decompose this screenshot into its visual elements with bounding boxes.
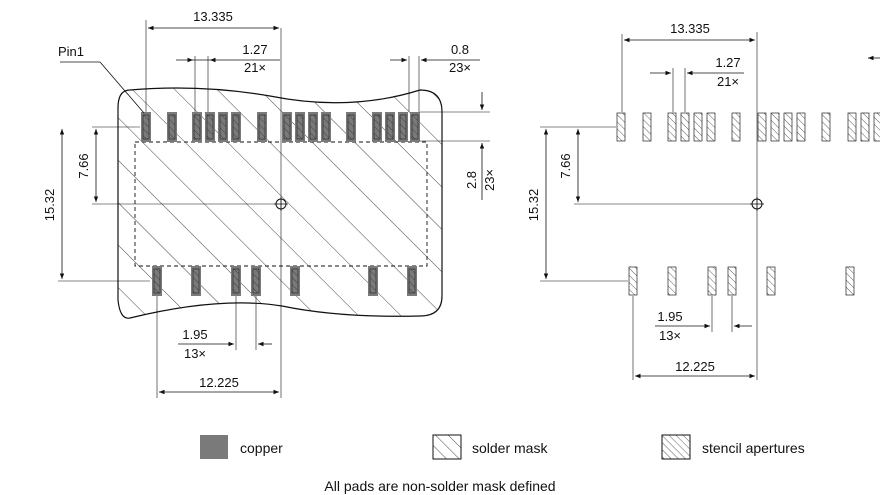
dim-pad-width-count: 23× [449,60,471,75]
dim-pitch-bottom-count: 13× [184,346,206,361]
stencil-bottom-aperture [845,266,855,296]
dim-row-spacing-right: 15.32 [526,189,541,222]
stencil-top-aperture [847,112,857,142]
dim-row-offset: 7.66 [76,153,91,178]
stencil-top-aperture [616,112,626,142]
top-pad-stencil [232,114,240,140]
legend-solder-mask-label: solder mask [472,440,548,456]
pin1-label: Pin1 [58,44,84,59]
top-pad-stencil [283,114,291,140]
stencil-top-row [616,112,880,142]
top-pad-stencil [309,114,317,140]
stencil-swatch [661,434,691,460]
bottom-pad-stencil [153,268,161,294]
top-pad-stencil [258,114,266,140]
footnote: All pads are non-solder mask defined [324,478,556,494]
stencil-bottom-aperture [667,266,677,296]
top-pad-stencil [347,114,355,140]
dim-pad-length: 2.8 [464,171,479,189]
bottom-pad-stencil [291,268,299,294]
top-pad-stencil [322,114,330,140]
stencil-top-aperture [757,112,767,142]
dim-bottom-width: 12.225 [199,375,239,390]
top-pad-row [141,112,420,142]
stencil-top-aperture [642,112,652,142]
top-pad-stencil [193,114,201,140]
dim-pitch-bottom-count-right: 13× [659,328,681,343]
left-view: 13.335 1.27 21× 0.8 23× 2.8 23× 7.66 15.… [42,9,497,398]
bottom-pad-stencil [192,268,200,294]
top-pad-stencil [168,114,176,140]
dim-pitch-top-count-right: 21× [717,74,739,89]
dim-top-width: 13.335 [193,9,233,24]
top-pad-stencil [386,114,394,140]
top-pad-stencil [399,114,407,140]
stencil-top-aperture [667,112,677,142]
dim-pitch-bottom: 1.95 [182,327,207,342]
stencil-top-aperture [680,112,690,142]
dim-pitch-top-right: 1.27 [715,55,740,70]
copper-swatch [200,435,228,459]
dim-row-spacing: 15.32 [42,189,57,222]
legend-stencil-label: stencil apertures [702,440,805,456]
stencil-bottom-aperture [707,266,717,296]
legend-copper-label: copper [240,440,283,456]
stencil-top-aperture [731,112,741,142]
stencil-bottom-row [628,266,855,296]
dim-bottom-width-right: 12.225 [675,359,715,374]
stencil-bottom-aperture [766,266,776,296]
stencil-top-aperture [821,112,831,142]
stencil-top-aperture [693,112,703,142]
bottom-pad-stencil [369,268,377,294]
bottom-pad-stencil [252,268,260,294]
dim-pad-length-count: 23× [482,169,497,191]
stencil-bottom-aperture [727,266,737,296]
top-pad-stencil [373,114,381,140]
stencil-top-aperture [860,112,870,142]
right-view: 13.335 1.27 21× 7.66 15.32 1.95 13× 12.2… [526,21,880,380]
stencil-top-aperture [783,112,793,142]
dim-pitch-top-count: 21× [244,60,266,75]
legend [200,434,691,460]
top-pad-stencil [296,114,304,140]
stencil-top-aperture [770,112,780,142]
dim-pitch-bottom-right: 1.95 [657,309,682,324]
bottom-pad-stencil [232,268,240,294]
stencil-top-aperture [873,112,880,142]
solder-mask-swatch [432,434,462,460]
stencil-top-aperture [796,112,806,142]
dim-pitch-top: 1.27 [242,42,267,57]
stencil-top-aperture [706,112,716,142]
bottom-pad-stencil [408,268,416,294]
top-pad-stencil [206,114,214,140]
dim-top-width-right: 13.335 [670,21,710,36]
top-pad-stencil [219,114,227,140]
dim-pad-width: 0.8 [451,42,469,57]
dim-row-offset-right: 7.66 [558,153,573,178]
stencil-bottom-aperture [628,266,638,296]
top-pad-stencil [411,114,419,140]
top-pad-stencil [142,114,150,140]
bottom-pad-row [152,266,417,296]
